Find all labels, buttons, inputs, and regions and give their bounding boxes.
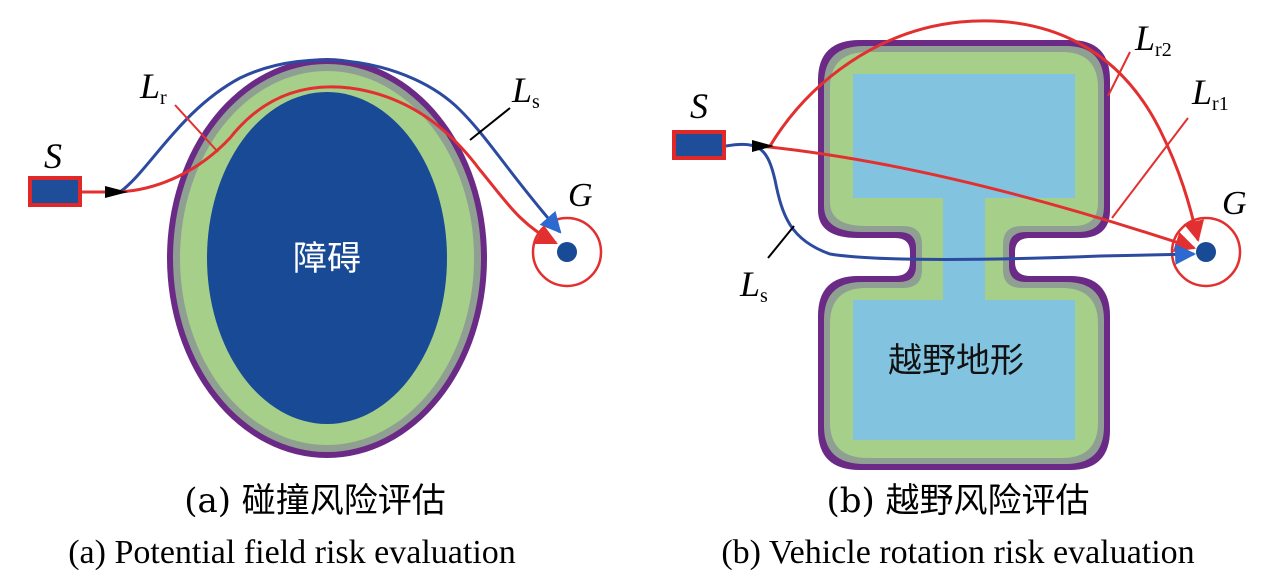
obstacle-label: 障碍 xyxy=(293,239,361,279)
goal-label-a: G xyxy=(568,177,593,214)
goal-circle-a xyxy=(531,216,603,288)
path-lr-label-a: Lr xyxy=(139,66,167,109)
leader-lr2-b xyxy=(1107,51,1131,97)
start-label-b: S xyxy=(690,86,708,126)
start-label-a: S xyxy=(44,136,62,176)
path-ls-b xyxy=(725,142,1197,265)
start-arrow-a xyxy=(105,186,128,198)
caption-en-a: (a) Potential field risk evaluation xyxy=(68,534,516,571)
start-marker-a xyxy=(28,176,82,207)
goal-label-b: G xyxy=(1222,185,1247,222)
path-lr2-b xyxy=(768,19,1205,243)
path-lr2-label-b: Lr2 xyxy=(1134,18,1172,61)
path-ls-label-b: Ls xyxy=(739,264,768,307)
path-ls-a xyxy=(82,58,562,234)
obstacle-core xyxy=(207,92,447,424)
panel-b: 越野地形 S G Lr2 Lr1 Ls (b) 越野风险评估 (b) Vehic xyxy=(672,18,1247,571)
leader-lr1-b xyxy=(1111,117,1189,219)
panel-a: 障碍 S G Lr Ls (a) 碰撞风险评估 (a) Potential fi… xyxy=(28,58,603,571)
path-ls-label-a: Ls xyxy=(511,70,540,113)
start-marker-b xyxy=(672,130,726,160)
caption-cn-b: (b) 越野风险评估 xyxy=(826,481,1089,521)
path-lr1-label-b: Lr1 xyxy=(1191,72,1229,115)
start-arrow-b xyxy=(752,140,774,152)
goal-dot-b xyxy=(1196,242,1216,262)
caption-cn-a: (a) 碰撞风险评估 xyxy=(184,481,446,521)
path-lr-a xyxy=(82,85,558,245)
leader-ls-b xyxy=(767,225,795,259)
terrain-label: 越野地形 xyxy=(888,341,1024,381)
leader-ls-a xyxy=(469,107,511,141)
terrain-core xyxy=(853,74,1075,440)
goal-circle-b xyxy=(1170,216,1242,288)
path-lr1-b xyxy=(759,144,1196,252)
caption-en-b: (b) Vehicle rotation risk evaluation xyxy=(721,534,1194,571)
leader-lr-a xyxy=(174,104,219,153)
goal-dot-a xyxy=(557,242,577,262)
